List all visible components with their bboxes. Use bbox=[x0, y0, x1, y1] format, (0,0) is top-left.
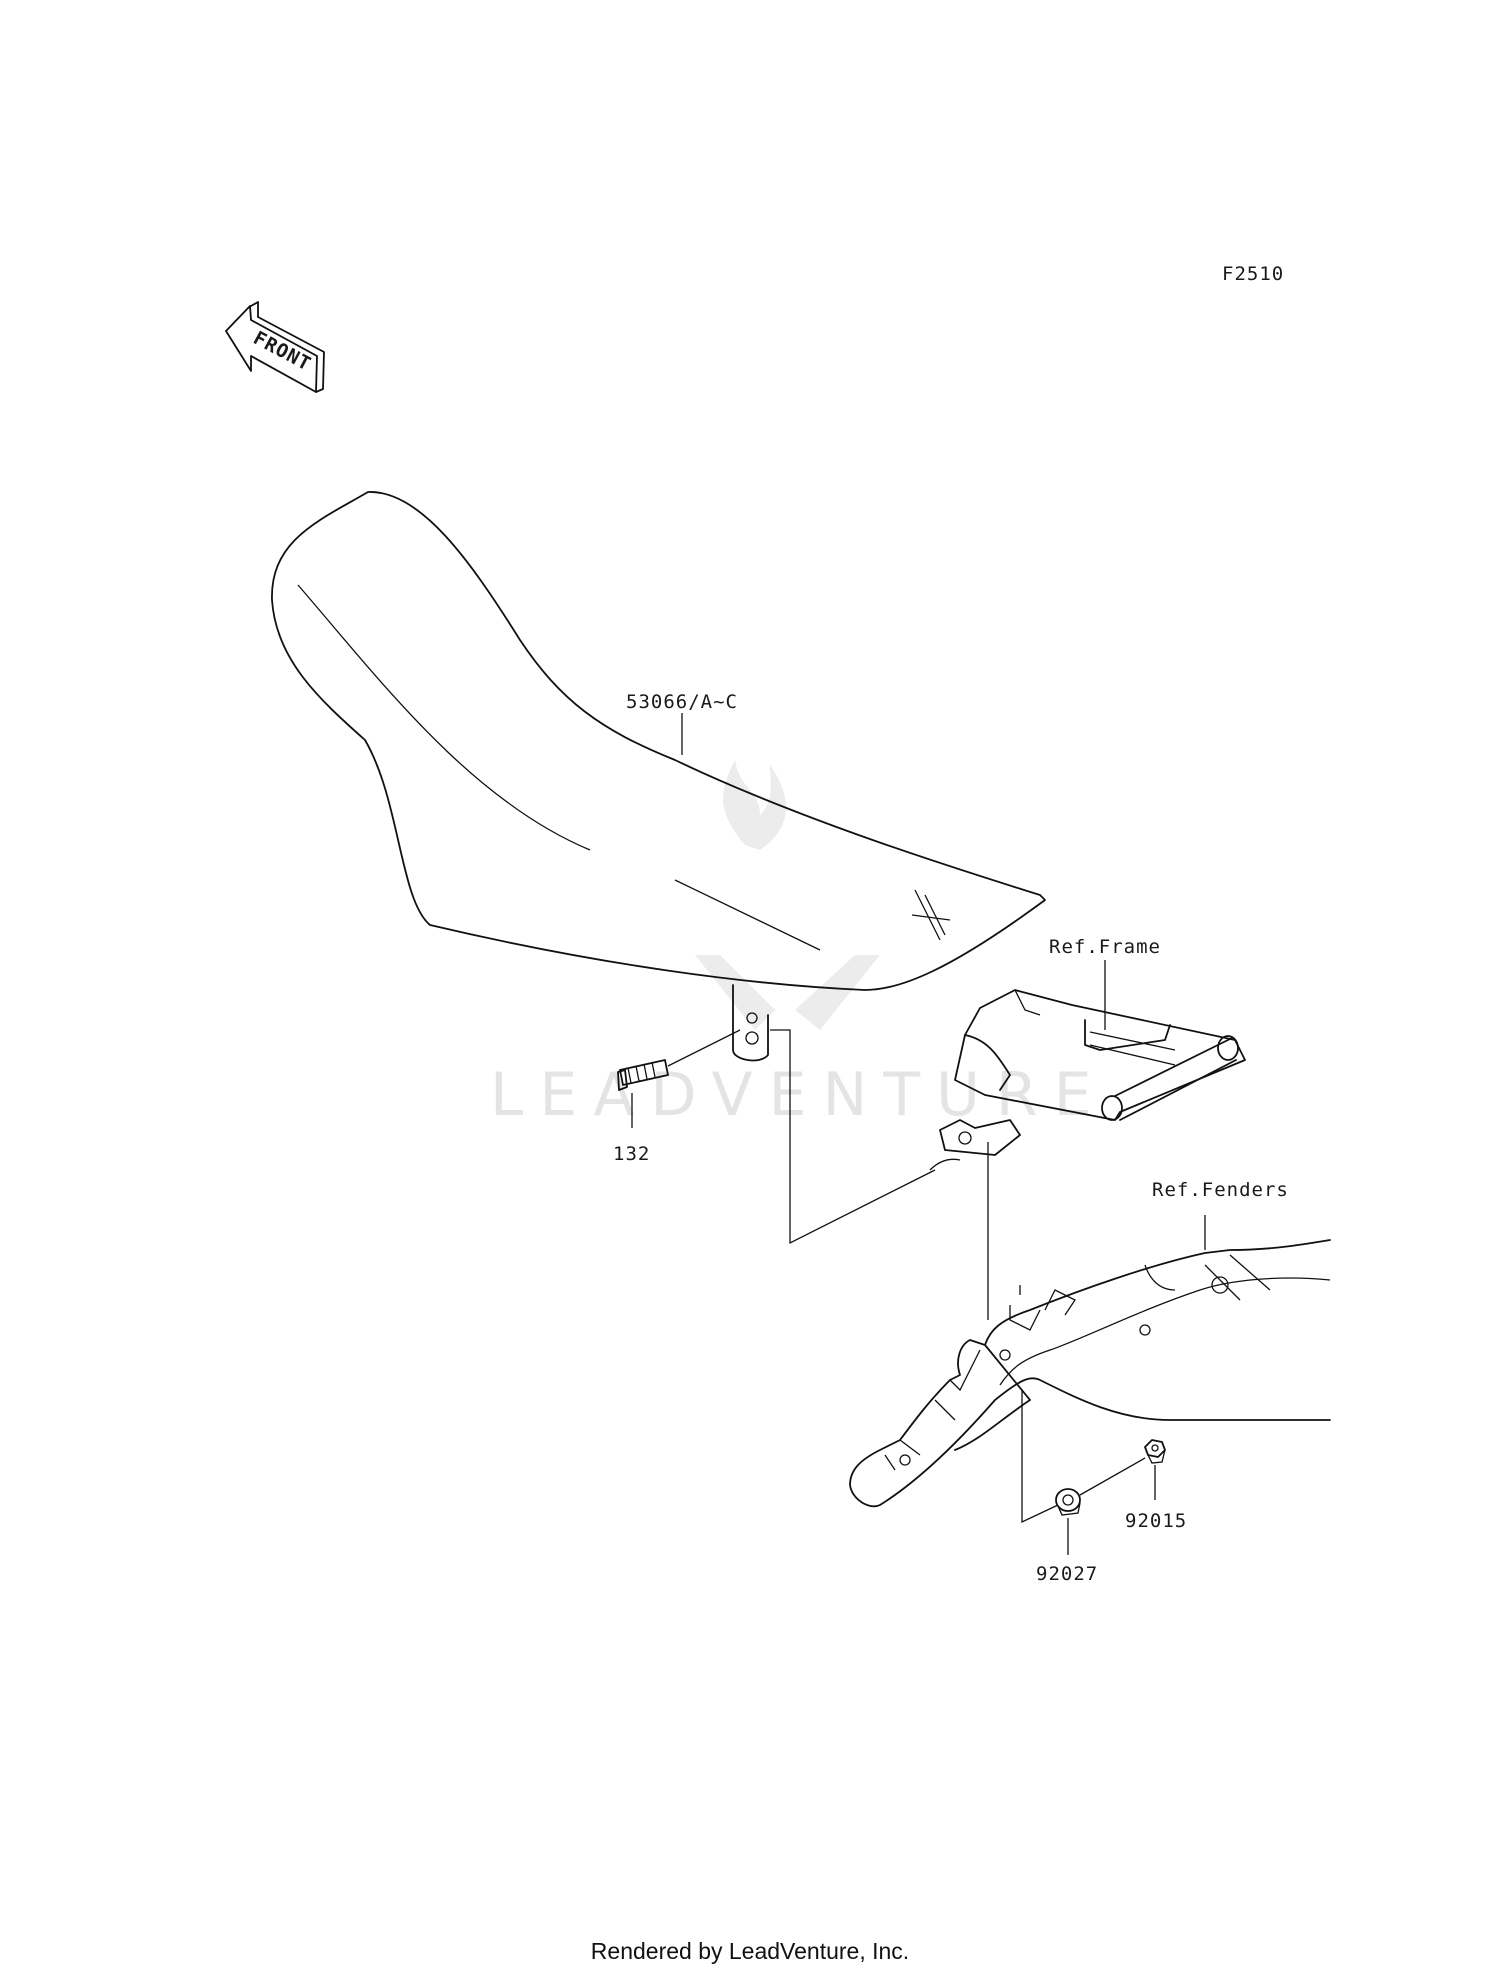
assembly-line bbox=[770, 1029, 936, 1245]
frame-reference: Ref.Frame bbox=[1049, 936, 1161, 958]
diagram-code: F2510 bbox=[1222, 263, 1284, 285]
nut-part-number: 92015 bbox=[1125, 1510, 1187, 1532]
fender-illustration bbox=[849, 1239, 1331, 1508]
bolt-132-illustration bbox=[617, 1029, 741, 1091]
frame-illustration bbox=[929, 989, 1246, 1171]
seat-illustration bbox=[271, 491, 1046, 1062]
nut-92015-illustration bbox=[1144, 1439, 1166, 1464]
fenders-reference: Ref.Fenders bbox=[1152, 1179, 1289, 1201]
footer-credit: Rendered by LeadVenture, Inc. bbox=[590, 1938, 910, 1964]
fastener-bracket-line bbox=[1021, 1390, 1059, 1524]
collar-part-number: 92027 bbox=[1036, 1563, 1098, 1585]
front-arrow-icon: FRONT bbox=[225, 301, 325, 393]
seat-part-number: 53066/A~C bbox=[626, 691, 738, 713]
front-label: FRONT bbox=[250, 327, 315, 376]
bolt-part-number: 132 bbox=[613, 1143, 650, 1165]
collar-92027-illustration bbox=[1055, 1488, 1081, 1516]
watermark-text: LEADVENTURE bbox=[490, 1060, 1108, 1130]
fastener-axis-line bbox=[1079, 1457, 1146, 1496]
leadventure-watermark: LEADVENTURE bbox=[490, 760, 1108, 1130]
